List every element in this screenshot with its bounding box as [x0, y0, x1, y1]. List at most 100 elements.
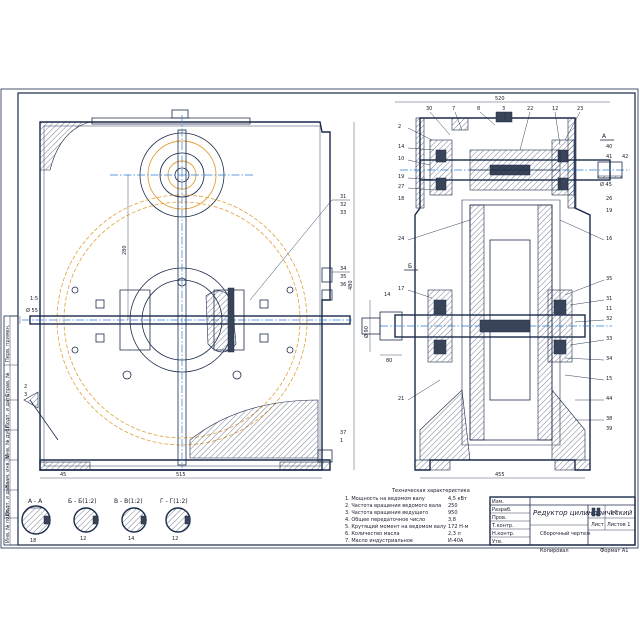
spec-val-2: 950 — [448, 510, 458, 516]
front-dim-shaft: Ø 55 — [26, 307, 38, 314]
side-left-callout-0: 2 — [398, 124, 401, 130]
callout-c2: 32 — [340, 202, 346, 208]
side-dim-overall: 520 — [495, 96, 505, 102]
spec-row-5: 6. Количество масла — [345, 531, 400, 537]
strip-label-3: Подп. и дата — [5, 394, 11, 428]
tb-scale: 1:5 — [610, 510, 618, 516]
spec-row-1: 2. Частота вращения ведомого вала — [345, 503, 441, 509]
side-top-callout-6: 23 — [577, 106, 583, 112]
callout-c4: 34 — [340, 266, 346, 272]
side-right-callout-3: 26 — [606, 196, 612, 202]
side-right-callout-1: 41 — [606, 154, 612, 160]
side-left-callout-7: 17 — [398, 286, 404, 292]
strip-label-6: Подп. и дата — [5, 482, 11, 516]
side-right-callout-8: 11 — [606, 306, 612, 312]
callout-c8: 1 — [340, 438, 343, 444]
section-a-label: А - А — [28, 498, 43, 505]
strip-label-1: Перв. примен. — [5, 324, 11, 362]
tb-row-6: Пров. — [492, 515, 507, 521]
side-right-callout-9: 32 — [606, 316, 612, 322]
side-dim-key: 14 — [384, 292, 390, 298]
spec-row-4: 5. Крутящий момент на ведомом валу — [345, 523, 446, 530]
side-left-callout-8: 21 — [398, 396, 404, 402]
side-left-callout-6: 24 — [398, 236, 404, 242]
spec-row-2: 3. Частота вращения ведущего — [345, 510, 428, 516]
section-a-marker: А — [602, 133, 607, 140]
tb-sheet: Лист — [591, 522, 604, 528]
callout-c9: 2 — [24, 384, 27, 390]
front-dim-height: 480 — [348, 280, 354, 290]
tb-copied: Копировал — [540, 548, 569, 554]
side-dim-shaftlen: 80 — [386, 358, 392, 364]
side-right-callout-12: 15 — [606, 376, 612, 382]
strip-label-2: Справ. № — [5, 372, 11, 397]
side-left-callout-1: 14 — [398, 144, 404, 150]
side-right-callout-13: 44 — [606, 396, 612, 402]
section-v-label: В - В(1:2) — [114, 498, 143, 505]
side-left-callout-4: 27 — [398, 184, 404, 190]
side-right-callout-10: 33 — [606, 336, 612, 342]
front-dim-width: 515 — [176, 472, 186, 478]
section-b: Б - Б(1:2) 12 — [68, 498, 99, 542]
side-strip: Перв. примен. Справ. № Подп. и дата Инв.… — [3, 315, 19, 546]
strip-label-5: Взам. инв. № — [5, 453, 11, 488]
tb-row-7: Т.контр. — [491, 523, 514, 529]
front-view: 515 480 280 Ø 55 1:5 45 31 32 33 34 35 3… — [19, 109, 355, 479]
front-dim-mark: 1:5 — [30, 296, 38, 302]
section-b-dim: 12 — [80, 536, 86, 542]
spec-val-6: И-40А — [448, 538, 464, 544]
side-right-callout-6: 35 — [606, 276, 612, 282]
callout-c6: 36 — [340, 282, 346, 288]
side-leaders — [407, 111, 605, 421]
side-left-callout-3: 19 — [398, 174, 404, 180]
spec-val-0: 4,5 кВт — [448, 496, 467, 502]
tb-subtitle: Сборочный чертеж — [540, 530, 591, 537]
side-top-callout-3: 3 — [502, 106, 505, 112]
front-dim-center: 280 — [122, 245, 128, 255]
spec-val-3: 3,8 — [448, 517, 456, 523]
section-a-dim: 18 — [30, 538, 36, 544]
side-top-callout-0: 30 — [426, 106, 432, 112]
side-left-callout-2: 10 — [398, 156, 404, 162]
tech-spec: 1. Мощность на ведомом валу 4,5 кВт 2. Ч… — [345, 496, 468, 544]
callout-c10: 3 — [24, 392, 27, 398]
side-dim-height: Ø 90 — [363, 326, 370, 338]
callout-c1: 31 — [340, 194, 346, 200]
side-right-callout-5: 16 — [606, 236, 612, 242]
side-right-callout-14: 38 — [606, 416, 612, 422]
tb-row-9: Утв. — [492, 539, 503, 545]
section-g: Г - Г(1:2) 12 — [160, 498, 191, 542]
section-b-label: Б - Б(1:2) — [68, 498, 97, 505]
section-v: В - В(1:2) 14 — [114, 498, 147, 542]
spec-row-0: 1. Мощность на ведомом валу — [345, 496, 425, 502]
side-left-callout-5: 18 — [398, 196, 404, 202]
side-right-callout-4: 19 — [606, 208, 612, 214]
tb-sheets: Листов 1 — [607, 522, 630, 528]
spec-val-4: 172 Н·м — [448, 524, 468, 530]
section-a: А - А 18 — [21, 498, 51, 544]
side-dim-dia: Ø 45 — [600, 181, 612, 188]
front-bolts — [71, 277, 294, 380]
section-b-marker: Б — [408, 263, 412, 270]
spec-row-6: 7. Масло индустриальное — [345, 538, 413, 544]
side-top-callout-2: 8 — [477, 106, 480, 112]
tb-row-8: Н.контр. — [492, 531, 515, 537]
tb-format: Формат А1 — [600, 548, 628, 554]
side-top-callout-5: 12 — [552, 106, 558, 112]
side-subtitle: Техническая характеристика — [391, 488, 470, 494]
side-right-callout-7: 31 — [606, 296, 612, 302]
side-right-callout-2: 42 — [622, 154, 628, 160]
side-right-callout-15: 39 — [606, 426, 612, 432]
side-top-callout-1: 7 — [452, 106, 455, 112]
spec-val-1: 250 — [448, 503, 458, 509]
spec-row-3: 4. Общее передаточное число — [345, 517, 425, 523]
side-top-callout-4: 22 — [527, 106, 533, 112]
tb-row-5: Разраб. — [492, 507, 512, 513]
side-right-callout-11: 34 — [606, 356, 612, 362]
side-dim-bottom: 455 — [495, 472, 505, 478]
section-g-label: Г - Г(1:2) — [160, 498, 188, 505]
tb-row-0: Изм. — [492, 499, 504, 505]
section-g-dim: 12 — [172, 536, 178, 542]
callout-c3: 33 — [340, 210, 346, 216]
